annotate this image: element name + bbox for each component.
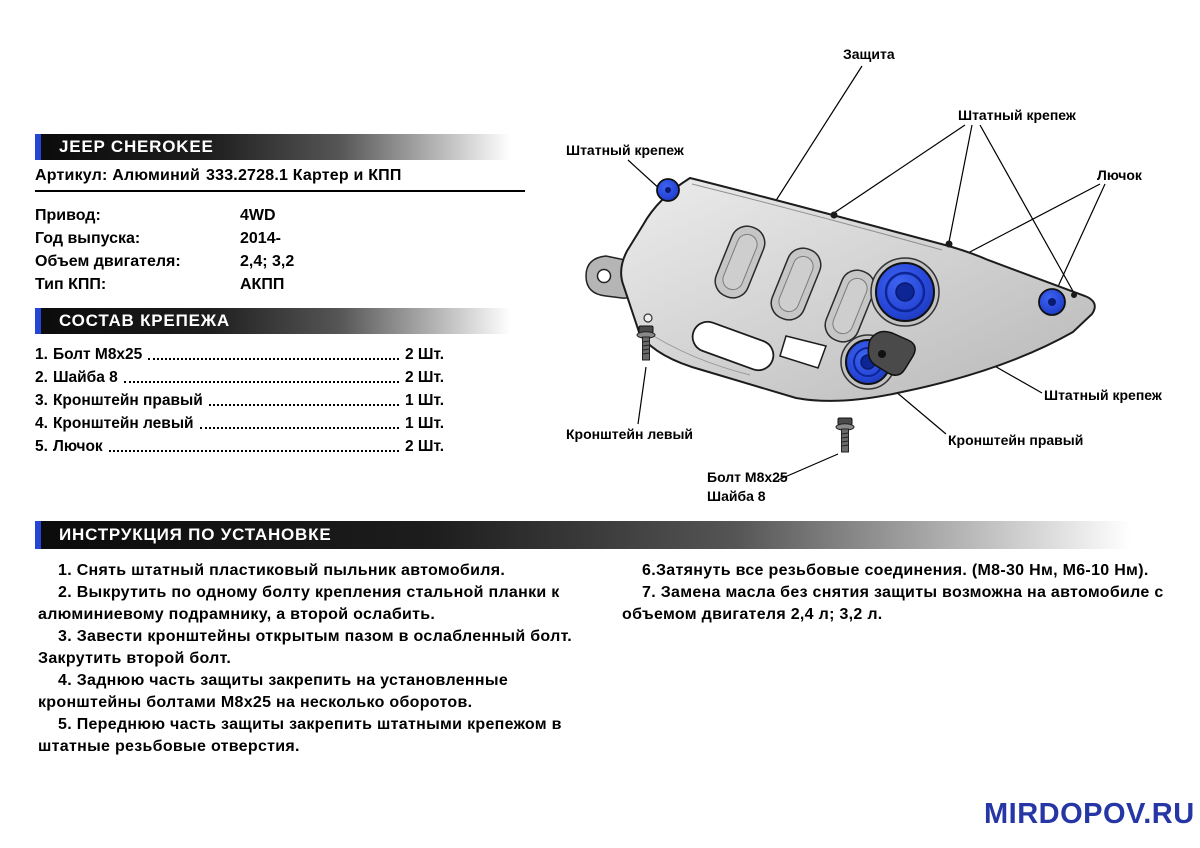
item-qty: 2 Шт. (405, 346, 445, 363)
label-shtatny-krepezh-top: Штатный крепеж (958, 107, 1076, 123)
list-item: 1. Болт М8х25 2 Шт. (35, 341, 460, 364)
mount-hole-blue-right (1038, 288, 1066, 316)
spec-value: 2014- (240, 229, 281, 247)
list-item: 3. Кронштейн правый 1 Шт. (35, 387, 460, 410)
item-qty: 1 Шт. (405, 415, 445, 432)
instruction-step: 7. Замена масла без снятия защиты возмож… (622, 584, 1164, 623)
trapezoid-cutout (779, 335, 827, 369)
spec-label: Объем двигателя: (35, 252, 181, 270)
item-name: Болт М8х25 (52, 346, 143, 363)
mount-hole-blue-left (656, 178, 680, 202)
item-number: 4. (35, 415, 48, 432)
label-zashchita: Защита (843, 46, 895, 62)
item-qty: 2 Шт. (405, 438, 445, 455)
instruction-step: 1. Снять штатный пластиковый пыльник авт… (58, 562, 506, 579)
list-item: 2. Шайба 8 2 Шт. (35, 364, 460, 387)
spec-row-year: Год выпуска: 2014- (35, 227, 525, 250)
instruction-step: 3. Завести кронштейны открытым пазом в о… (38, 628, 573, 667)
article-line: Артикул: Алюминий 333.2728.1 Картер и КПП (35, 167, 525, 185)
label-shtatny-krepezh-left: Штатный крепеж (566, 142, 684, 158)
dot-leader (148, 358, 399, 360)
model-title-bar: JEEP CHEROKEE (35, 134, 525, 160)
right-bracket-shape (867, 330, 916, 376)
label-kronshtein-pravyi: Кронштейн правый (948, 432, 1084, 448)
label-bolt-m8x25: Болт М8х25 (707, 469, 788, 485)
item-qty: 2 Шт. (405, 369, 445, 386)
dot-leader (199, 427, 399, 429)
article-label: Артикул: Алюминий (35, 167, 201, 184)
item-name: Кронштейн правый (52, 392, 203, 409)
info-panel: JEEP CHEROKEE Артикул: Алюминий 333.2728.… (35, 134, 525, 456)
model-title: JEEP CHEROKEE (59, 137, 214, 156)
item-name: Лючок (52, 438, 103, 455)
instructions-column-right: 6.Затянуть все резьбовые соединения. (М8… (622, 560, 1168, 758)
list-item: 5. Лючок 2 Шт. (35, 433, 460, 456)
fasteners-title: СОСТАВ КРЕПЕЖА (59, 311, 230, 330)
skid-plate-diagram: Защита Штатный крепеж Штатный крепеж Люч… (540, 30, 1200, 522)
dot-leader (208, 404, 399, 406)
instructions-text: 1. Снять штатный пластиковый пыльник авт… (38, 560, 1168, 758)
bracket-hole (878, 350, 886, 358)
fasteners-title-bar: СОСТАВ КРЕПЕЖА (35, 308, 525, 334)
item-name: Шайба 8 (52, 369, 118, 386)
site-watermark: MIRDOPOV.RU (984, 798, 1195, 830)
divider-rule (35, 190, 525, 192)
bolt-icon-bottom (835, 417, 855, 453)
factory-bolt-dots (830, 211, 1077, 298)
stamped-ribs (714, 225, 876, 343)
spec-row-engine: Объем двигателя: 2,4; 3,2 (35, 250, 525, 273)
instruction-step: 2. Выкрутить по одному болту крепления с… (38, 584, 560, 623)
dot-leader (123, 381, 399, 383)
instructions-title-bar: ИНСТРУКЦИЯ ПО УСТАНОВКЕ (35, 521, 1165, 549)
article-value: 333.2728.1 Картер и КПП (206, 167, 402, 184)
spec-row-gearbox: Тип КПП: АКПП (35, 273, 525, 296)
skid-plate-drawing (585, 65, 1106, 481)
fasteners-list: 1. Болт М8х25 2 Шт. 2. Шайба 8 2 Шт. 3. … (35, 341, 460, 456)
dot-leader (108, 450, 399, 452)
oval-cutout (691, 320, 775, 372)
item-number: 3. (35, 392, 48, 409)
item-number: 5. (35, 438, 48, 455)
spec-label: Привод: (35, 206, 101, 224)
label-shaiba-8: Шайба 8 (707, 488, 766, 504)
spec-label: Год выпуска: (35, 229, 141, 247)
label-shtatny-krepezh-right: Штатный крепеж (1044, 387, 1162, 403)
instructions-column-left: 1. Снять штатный пластиковый пыльник авт… (38, 560, 596, 758)
item-qty: 1 Шт. (405, 392, 445, 409)
spec-value: 2,4; 3,2 (240, 252, 295, 270)
item-number: 1. (35, 346, 48, 363)
spec-value: 4WD (240, 206, 276, 224)
lip-hole (643, 313, 653, 323)
instruction-step: 4. Заднюю часть защиты закрепить на уста… (38, 672, 509, 711)
spec-value: АКПП (240, 275, 285, 293)
instructions-title: ИНСТРУКЦИЯ ПО УСТАНОВКЕ (59, 525, 332, 544)
spec-row-drive: Привод: 4WD (35, 204, 525, 227)
list-item: 4. Кронштейн левый 1 Шт. (35, 410, 460, 433)
label-lyuchok: Лючок (1097, 167, 1142, 183)
item-name: Кронштейн левый (52, 415, 194, 432)
instruction-step: 6.Затянуть все резьбовые соединения. (М8… (642, 562, 1149, 579)
spec-label: Тип КПП: (35, 275, 107, 293)
item-number: 2. (35, 369, 48, 386)
spec-table: Привод: 4WD Год выпуска: 2014- Объем дви… (35, 204, 525, 296)
label-kronshtein-levyi: Кронштейн левый (566, 426, 694, 442)
oil-hatch-large (870, 257, 940, 327)
instruction-step: 5. Переднюю часть защиты закрепить штатн… (38, 716, 562, 755)
